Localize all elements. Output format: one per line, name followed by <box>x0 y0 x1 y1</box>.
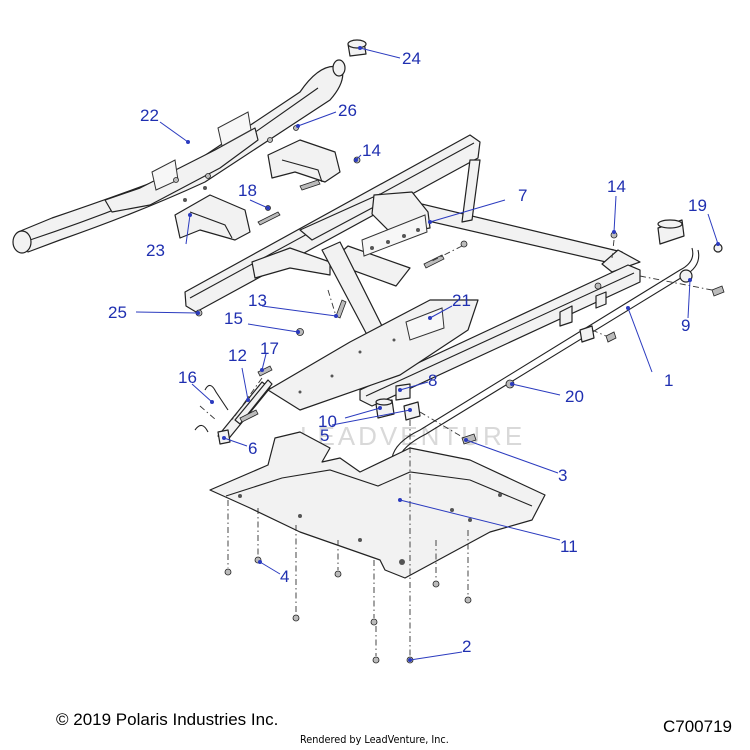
callout-14-right: 14 <box>607 177 626 196</box>
callout-11: 11 <box>560 537 578 556</box>
figure-id-text: C700719 <box>662 717 732 736</box>
callout-17: 17 <box>260 339 279 358</box>
part-23-bracket-right <box>267 139 341 183</box>
callout-15: 15 <box>224 309 243 328</box>
watermark-text: LEADVENTURE <box>300 421 525 451</box>
callout-labels: 1 2 3 4 5 6 7 8 9 10 11 12 13 14 14 15 1… <box>108 49 707 656</box>
callout-3: 3 <box>558 466 567 485</box>
part-19-bushing <box>657 219 723 253</box>
part-5-clamp <box>403 401 421 421</box>
callout-6: 6 <box>248 439 257 458</box>
callout-18: 18 <box>238 181 257 200</box>
part-23-bracket-left <box>174 186 251 241</box>
callout-23: 23 <box>146 241 165 260</box>
callout-13: 13 <box>248 291 267 310</box>
callout-10: 10 <box>318 412 337 431</box>
rendered-by-text: Rendered by LeadVenture, Inc. <box>300 733 449 746</box>
callout-4: 4 <box>280 567 289 586</box>
part-10-bushing <box>375 398 395 419</box>
part-24-end-cap <box>347 39 367 57</box>
callout-26: 26 <box>338 101 357 120</box>
leader-lines <box>135 46 720 662</box>
callout-7: 7 <box>518 186 527 205</box>
part-17-pin <box>239 365 273 423</box>
callout-20: 20 <box>565 387 584 406</box>
part-8-bushing <box>395 383 411 401</box>
callout-16: 16 <box>178 368 197 387</box>
callout-22: 22 <box>140 106 159 125</box>
part-11-skid-plate <box>209 431 546 579</box>
callout-8: 8 <box>428 371 437 390</box>
part-7-frame <box>184 134 641 383</box>
callout-5: 5 <box>320 426 329 445</box>
part-16-pin <box>194 384 229 433</box>
callout-9: 9 <box>681 316 690 335</box>
part-1-tube <box>359 264 641 407</box>
callout-21: 21 <box>452 291 471 310</box>
copyright-text: © 2019 Polaris Industries Inc. <box>56 710 279 729</box>
callout-1: 1 <box>664 371 673 390</box>
part-22-bumper-tube <box>12 59 346 254</box>
callout-2: 2 <box>462 637 471 656</box>
callout-24: 24 <box>402 49 421 68</box>
alignment-lines <box>199 239 713 656</box>
callout-14-upper: 14 <box>362 141 381 160</box>
callout-19: 19 <box>688 196 707 215</box>
callout-25: 25 <box>108 303 127 322</box>
callout-12: 12 <box>228 346 247 365</box>
